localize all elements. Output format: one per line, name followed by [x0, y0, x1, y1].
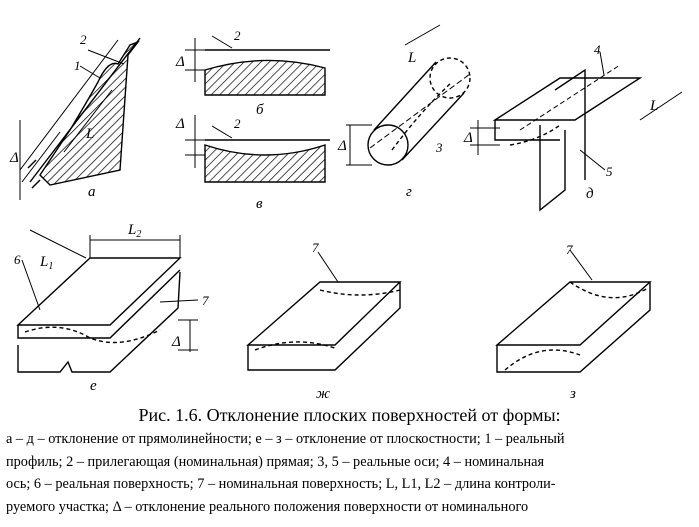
figure-caption-legend: а – д – отклонение от прямолинейности; е… — [6, 428, 694, 518]
cylinder-end-front — [367, 124, 409, 166]
callout-3: 3 — [435, 140, 443, 155]
subfigure-a — [19, 37, 141, 200]
subfigure-d — [470, 51, 683, 212]
adjacent-line-a — [29, 37, 141, 183]
subfigure-z — [495, 249, 652, 373]
delta-a: Δ — [9, 150, 19, 166]
dim-L2: L2 — [127, 222, 141, 240]
callout-6: 6 — [14, 252, 21, 267]
delta-v: Δ — [175, 116, 185, 132]
label-z: з — [569, 386, 576, 402]
subfigure-g — [346, 24, 471, 166]
caption-line: руемого участка; Δ – отклонение реальног… — [6, 498, 529, 515]
cylinder-end-back — [429, 57, 471, 99]
callout-1: 1 — [74, 58, 81, 73]
subfigure-v — [185, 115, 330, 183]
concave-profile-v — [204, 144, 326, 183]
subfigure-b — [185, 35, 330, 96]
callout-2-v: 2 — [234, 116, 241, 131]
callout-7-z: 7 — [566, 242, 573, 257]
delta-e: Δ — [171, 334, 181, 350]
label-zh: ж — [316, 386, 330, 402]
label-b: б — [256, 102, 264, 118]
dim-L-d: L — [649, 98, 658, 114]
convex-profile-b — [204, 59, 326, 96]
subfigure-e — [16, 229, 199, 373]
callout-2-a: 2 — [80, 32, 87, 47]
delta-b: Δ — [175, 54, 185, 70]
callout-2-b: 2 — [234, 28, 241, 43]
callout-4: 4 — [594, 42, 601, 57]
figure-drawing: а б в г д е ж з 1 2 2 2 3 4 5 6 7 7 7 Δ … — [9, 24, 683, 402]
label-a: а — [88, 184, 96, 200]
caption-line: а – д – отклонение от прямолинейности; е… — [6, 431, 565, 447]
callout-5: 5 — [606, 164, 613, 179]
subfigure-zh — [246, 251, 402, 371]
delta-g: Δ — [337, 138, 347, 154]
figure-caption-title: Рис. 1.6. Отклонение плоских поверхносте… — [138, 405, 561, 425]
real-profile-a — [39, 40, 141, 186]
caption-line: ось; 6 – реальная поверхность; 7 – номин… — [6, 476, 556, 492]
label-v: в — [256, 196, 263, 212]
caption-line: профиль; 2 – прилегающая (номинальная) п… — [6, 453, 545, 470]
dim-L1: L1 — [39, 254, 53, 272]
delta-d: Δ — [463, 130, 473, 146]
label-e: е — [90, 378, 97, 394]
dim-L-g: L — [407, 50, 416, 66]
dim-L-a: L — [85, 126, 94, 142]
label-d: д — [586, 186, 594, 202]
callout-7-zh: 7 — [312, 240, 319, 255]
callout-7-e: 7 — [202, 293, 209, 308]
label-g: г — [406, 184, 412, 200]
